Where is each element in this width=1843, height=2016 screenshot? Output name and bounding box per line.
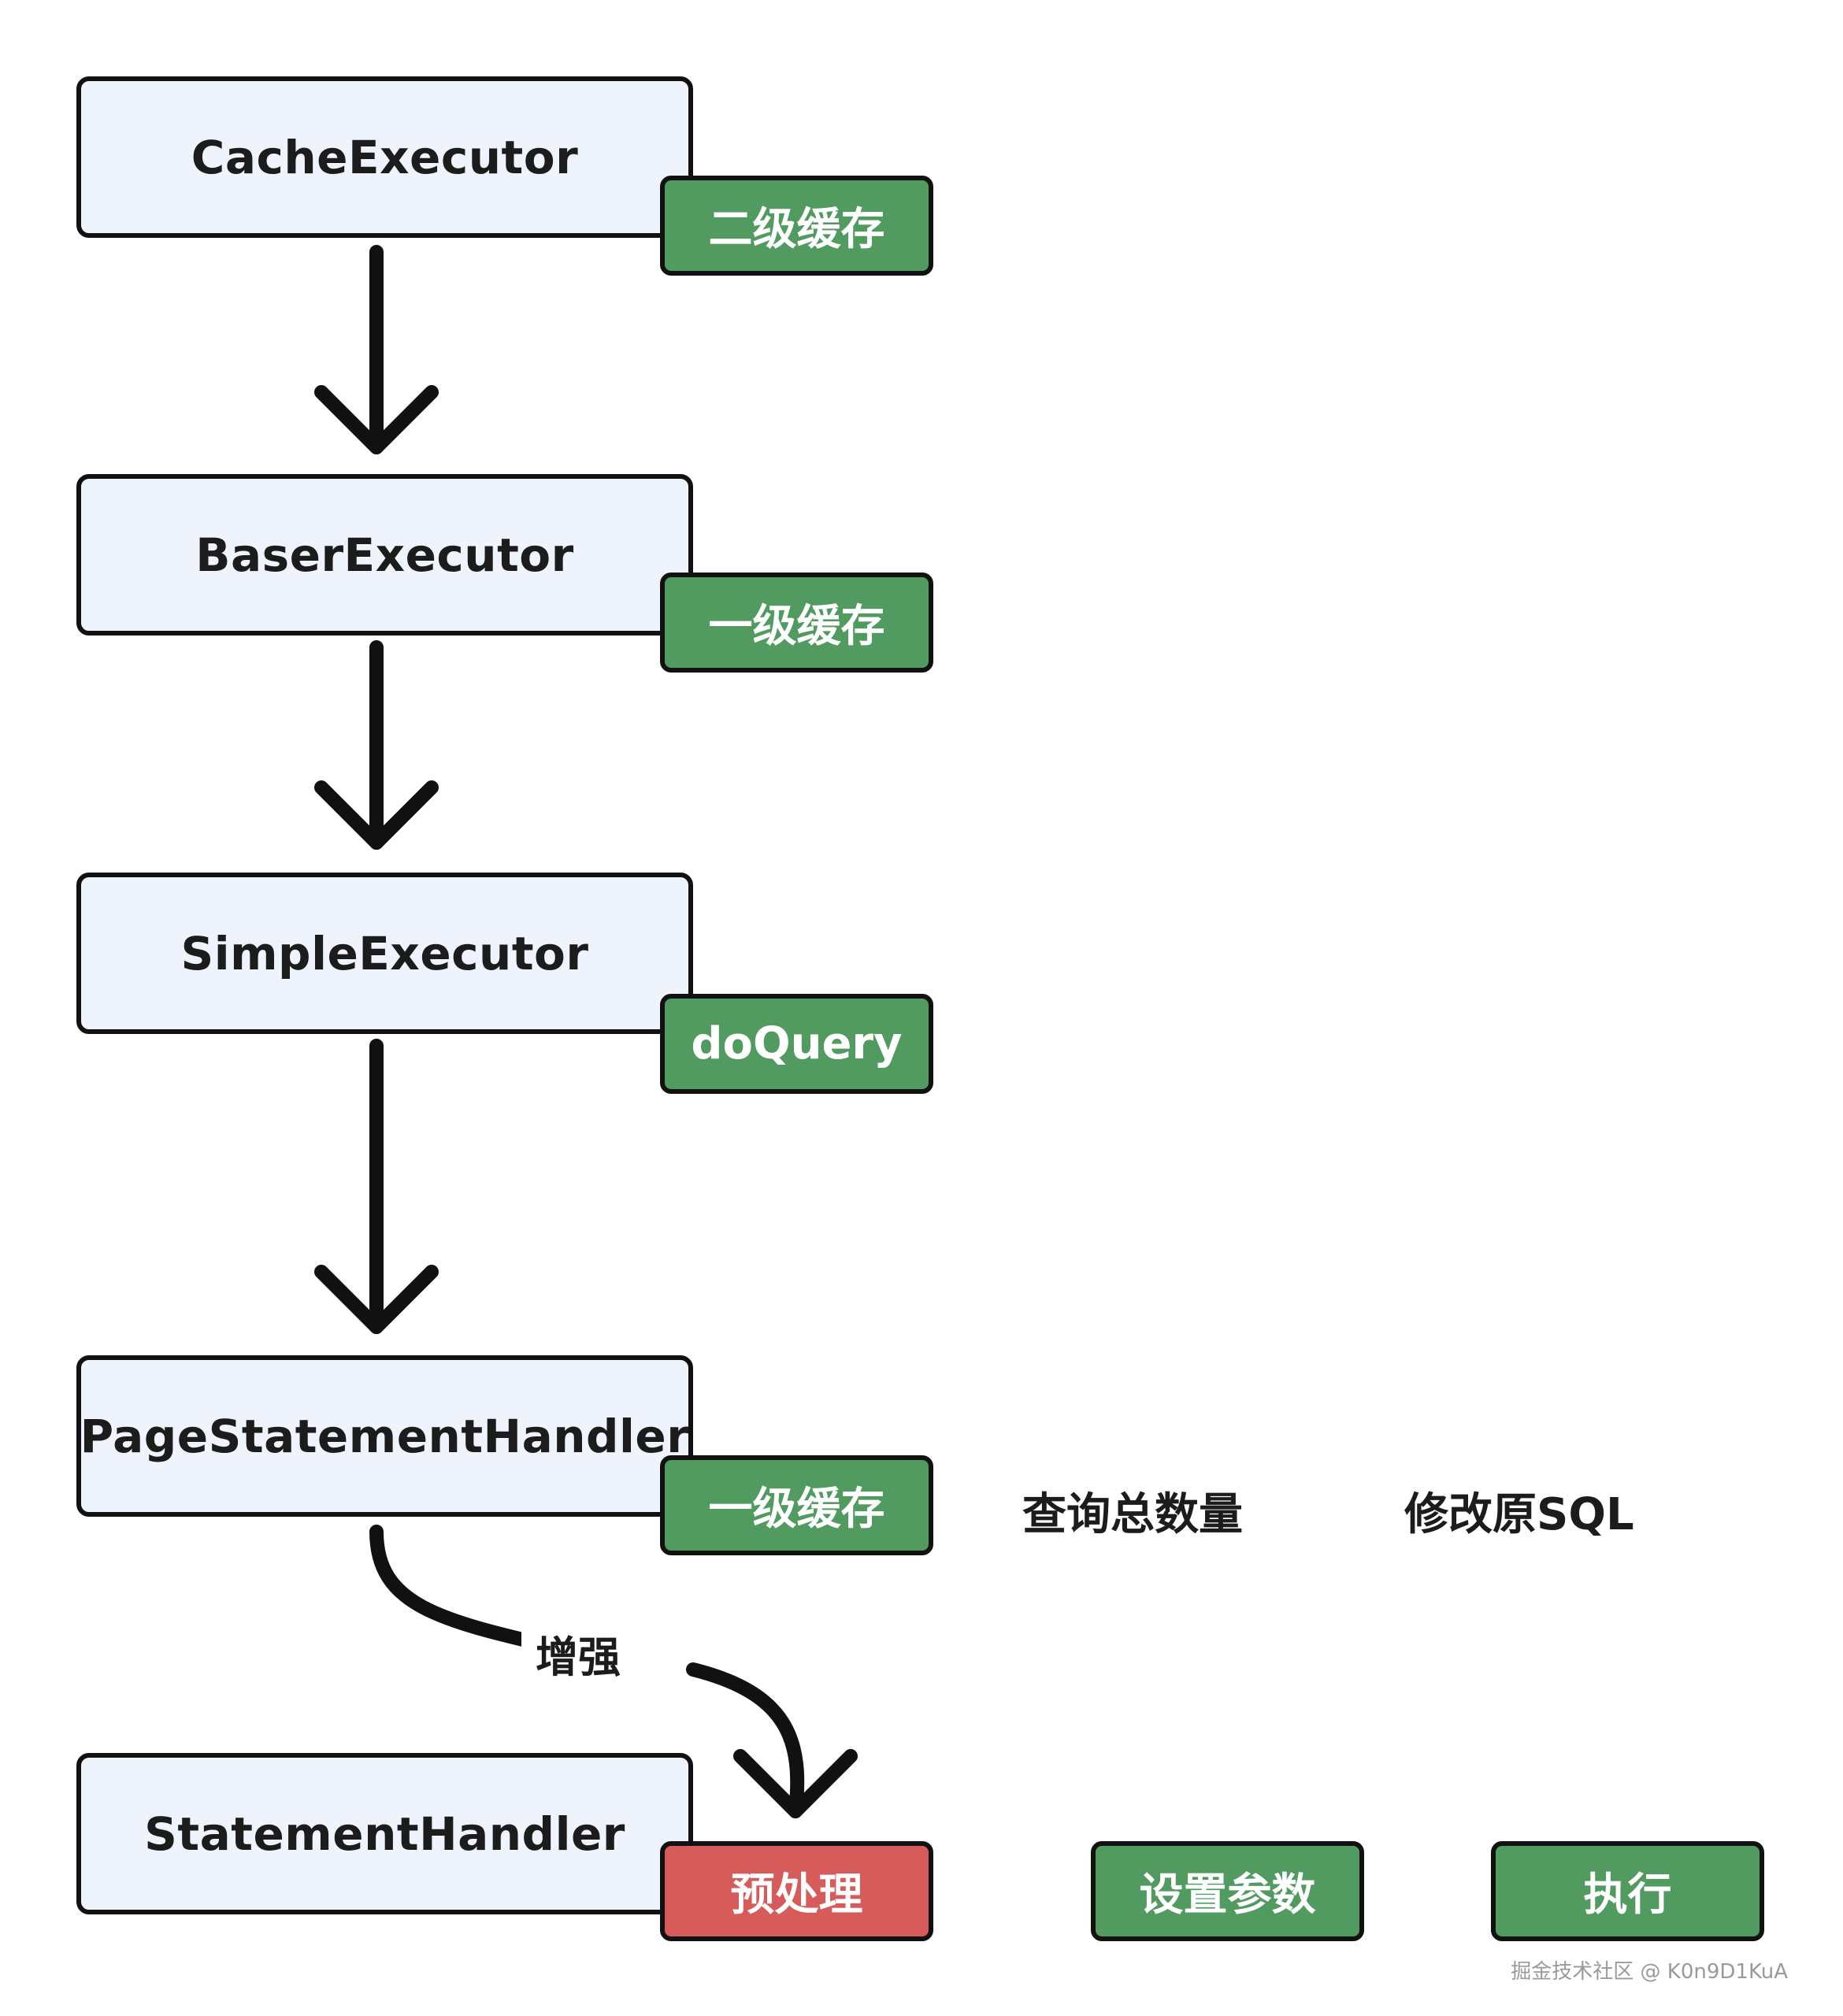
tag-set-params-label: 设置参数	[1139, 1870, 1316, 1921]
tag-do-query: doQuery	[660, 994, 933, 1094]
tag-preprocess-label: 预处理	[730, 1870, 863, 1921]
tag-page-first-level-cache: 一级缓存	[660, 1455, 933, 1555]
node-baser-executor: BaserExecutor	[76, 474, 693, 636]
edge-label-enhance: 增强	[521, 1622, 635, 1684]
tag-do-query-label: doQuery	[691, 1018, 903, 1069]
arrowhead-cache-to-baser	[314, 385, 439, 454]
tag-first-level-cache: 一级缓存	[660, 573, 933, 673]
arrowhead-page-to-preprocess	[733, 1749, 858, 1818]
node-simple-executor-label: SimpleExecutor	[180, 926, 589, 980]
node-statement-handler: StatementHandler	[76, 1753, 693, 1914]
tag-second-level-cache-label: 二级缓存	[708, 204, 885, 255]
tag-set-params: 设置参数	[1091, 1841, 1364, 1941]
tag-page-first-level-cache-label: 一级缓存	[708, 1484, 885, 1535]
node-cache-executor-label: CacheExecutor	[191, 130, 579, 184]
tag-first-level-cache-label: 一级缓存	[708, 601, 885, 652]
node-page-statement-handler-label: PageStatementHandler	[80, 1409, 690, 1463]
node-statement-handler-label: StatementHandler	[144, 1807, 625, 1861]
node-simple-executor: SimpleExecutor	[76, 873, 693, 1034]
watermark: 掘金技术社区 @ K0n9D1KuA	[1511, 1960, 1788, 1984]
label-query-total: 查询总数量	[1022, 1489, 1243, 1540]
node-cache-executor: CacheExecutor	[76, 76, 693, 238]
tag-preprocess: 预处理	[660, 1841, 933, 1941]
arrowhead-simple-to-page	[314, 1265, 439, 1334]
node-baser-executor-label: BaserExecutor	[195, 528, 574, 582]
label-modify-sql: 修改原SQL	[1404, 1489, 1634, 1540]
arrowhead-baser-to-simple	[314, 780, 439, 850]
tag-second-level-cache: 二级缓存	[660, 176, 933, 276]
tag-execute: 执行	[1491, 1841, 1764, 1941]
node-page-statement-handler: PageStatementHandler	[76, 1355, 693, 1517]
tag-execute-label: 执行	[1583, 1870, 1672, 1921]
